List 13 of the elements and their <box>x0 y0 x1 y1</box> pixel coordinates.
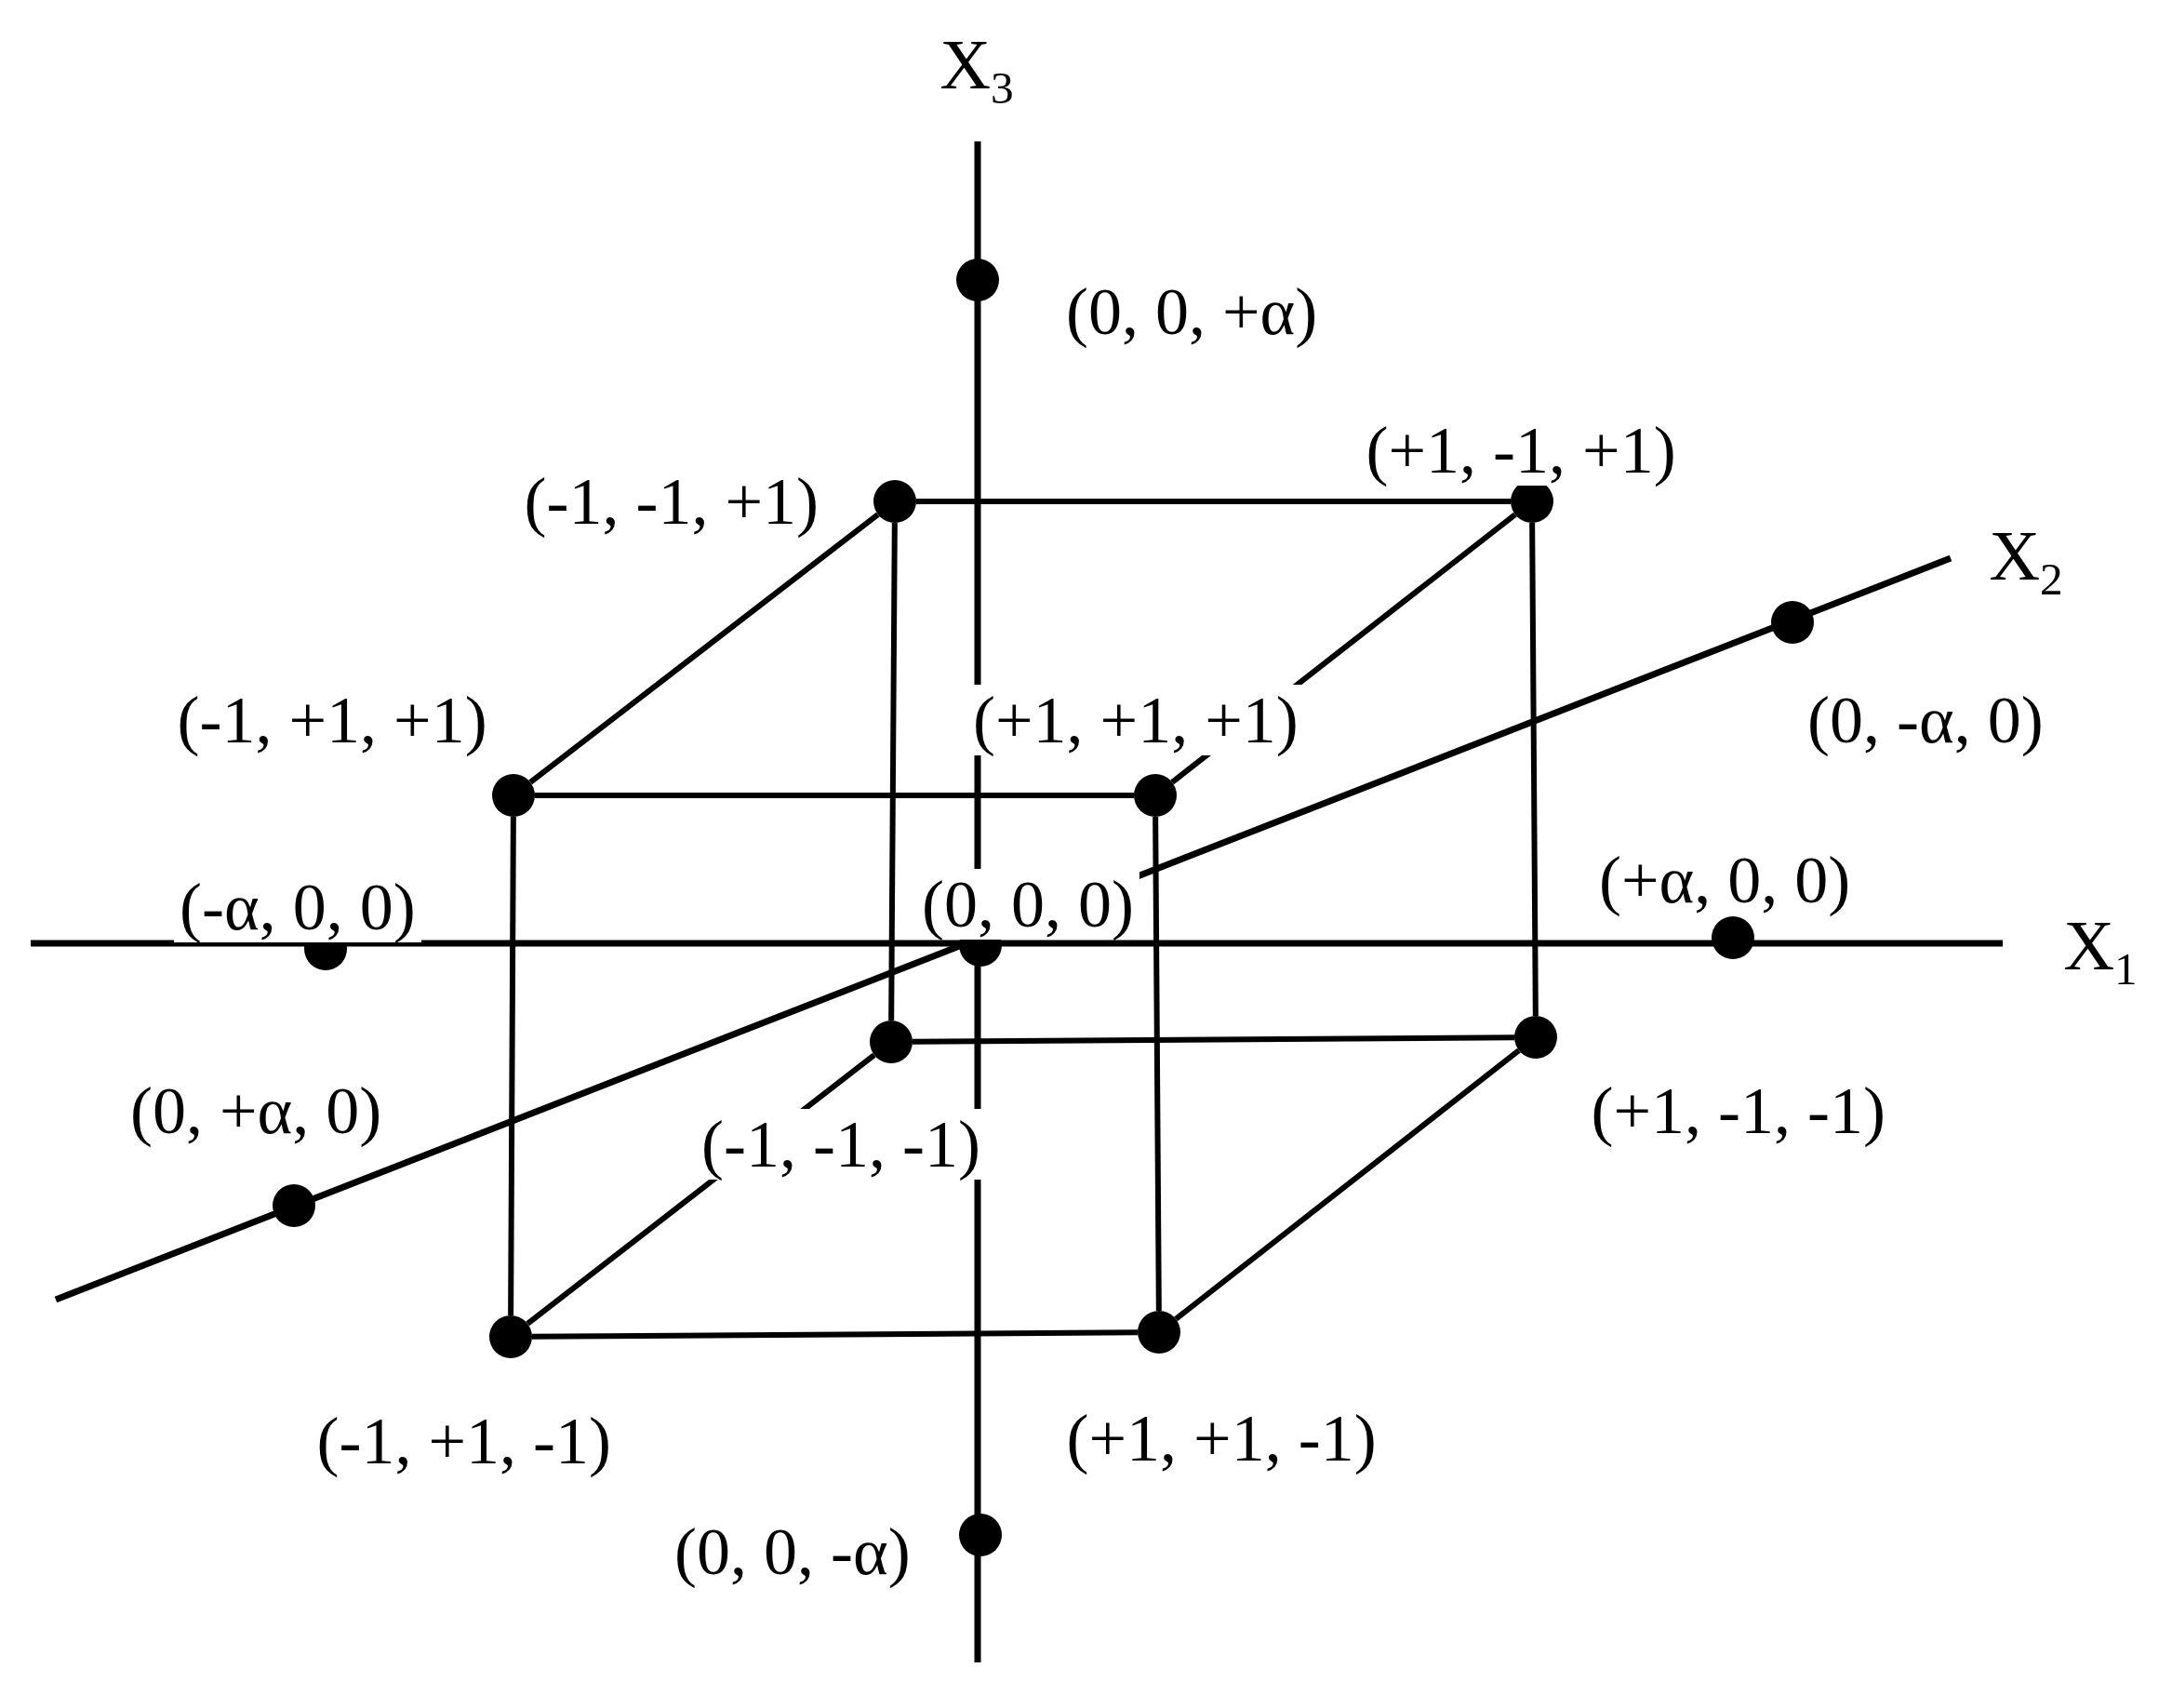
cube-edge <box>508 817 516 1315</box>
axis-label: X$_{3}$ <box>939 28 1014 112</box>
cube-edge <box>912 1034 1515 1045</box>
axis-label: X$_{1}$ <box>2063 909 2138 993</box>
cube-edge <box>528 512 880 785</box>
cube-edge <box>1153 816 1162 1312</box>
cube-edge <box>1529 522 1539 1017</box>
cube-edge <box>888 522 898 1021</box>
cube-edge <box>535 793 1134 798</box>
cube-edge <box>532 1329 1138 1340</box>
axis-label: X$_{2}$ <box>1989 519 2063 603</box>
cube-edge <box>1174 1047 1521 1322</box>
cube-edge <box>916 499 1511 504</box>
